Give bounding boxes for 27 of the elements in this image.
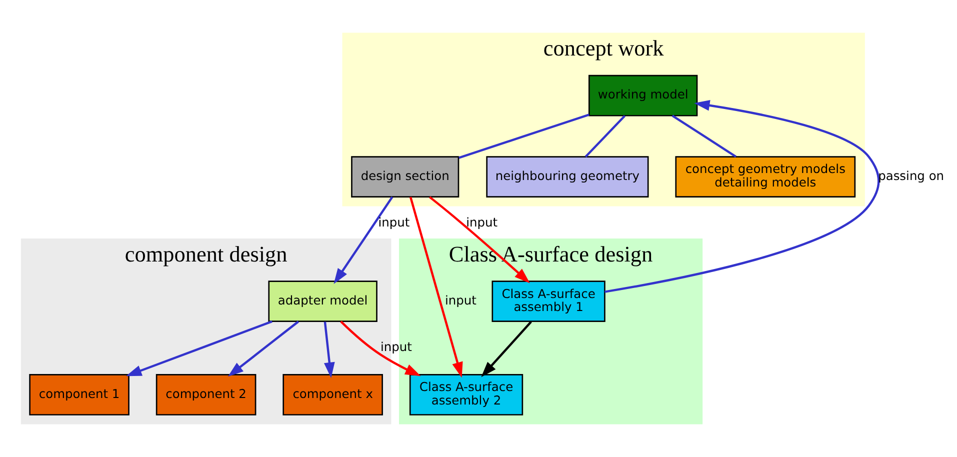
edge-label: input (466, 216, 498, 230)
node-box: neighbouring geometry (486, 156, 649, 198)
node-box: Class A-surface assembly 2 (409, 374, 524, 416)
node-box: adapter model (268, 280, 378, 322)
node-box: design section (351, 156, 460, 198)
arrow (340, 320, 421, 376)
edge-label: input (444, 293, 476, 308)
node-box: component 2 (156, 374, 256, 416)
arrow (126, 320, 272, 376)
edge-label: passing on (878, 168, 944, 183)
connector (584, 115, 626, 158)
arrow (429, 196, 530, 284)
connector (458, 114, 590, 159)
edge-label: input (380, 340, 412, 354)
arrow (409, 196, 463, 378)
arrow (324, 322, 335, 378)
node-box: Class A-surface assembly 1 (492, 280, 606, 322)
node-box: concept geometry models detailing models (675, 156, 856, 198)
arrow (228, 320, 300, 377)
node-box: working model (588, 74, 698, 116)
arrow (481, 321, 532, 378)
edge-label: input (378, 216, 410, 230)
node-box: component 1 (29, 374, 130, 416)
arrow (604, 100, 880, 293)
connector (672, 114, 737, 158)
arrow (334, 196, 394, 284)
node-box: component x (282, 374, 383, 416)
